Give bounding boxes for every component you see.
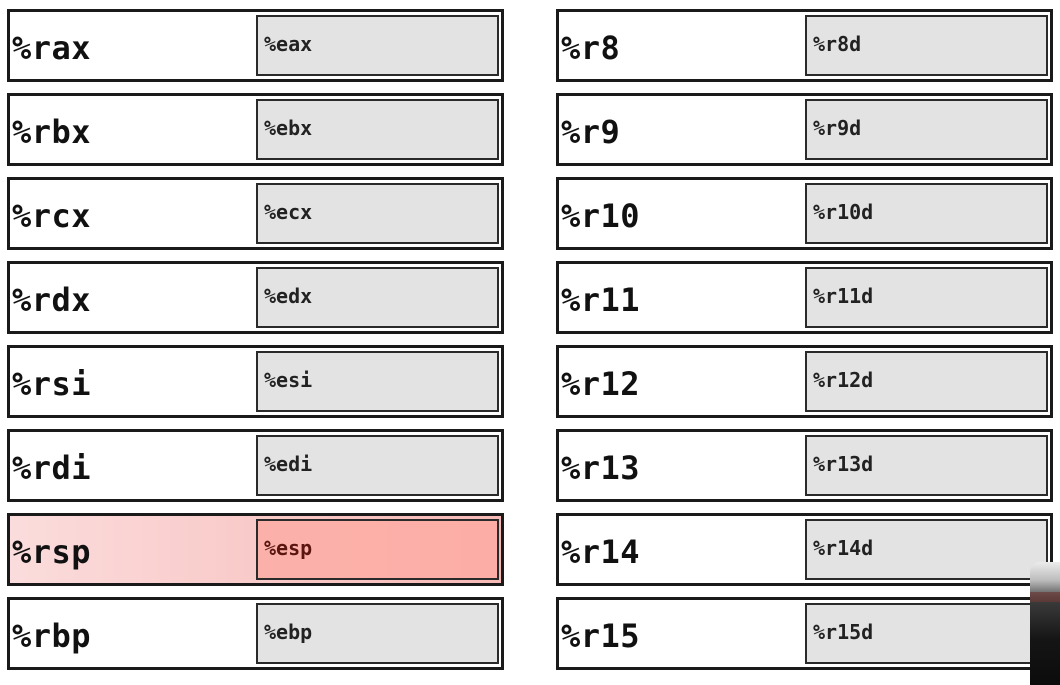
- register-r8: %r8 %r8d: [556, 9, 1053, 82]
- register-32bit-name: %r13d: [813, 452, 874, 476]
- register-32bit-box: %r13d: [805, 435, 1048, 496]
- register-rsp-highlighted: %rsp %esp: [7, 513, 504, 586]
- register-rdi: %rdi %edi: [7, 429, 504, 502]
- register-r13: %r13 %r13d: [556, 429, 1053, 502]
- register-64bit-name: %r15: [561, 617, 641, 655]
- register-32bit-box: %ebp: [256, 603, 499, 664]
- register-rbp: %rbp %ebp: [7, 597, 504, 670]
- register-32bit-name: %ebp: [264, 620, 313, 644]
- register-32bit-box: %esi: [256, 351, 499, 412]
- register-64bit-name: %rbp: [12, 617, 92, 655]
- register-32bit-box: %eax: [256, 15, 499, 76]
- register-r9: %r9 %r9d: [556, 93, 1053, 166]
- register-64bit-name: %r8: [561, 29, 621, 67]
- register-32bit-box: %r10d: [805, 183, 1048, 244]
- register-64bit-name: %r14: [561, 533, 641, 571]
- register-64bit-name: %r11: [561, 281, 641, 319]
- register-64bit-name: %rdi: [12, 449, 92, 487]
- register-32bit-box: %edx: [256, 267, 499, 328]
- register-32bit-box: %r15d: [805, 603, 1048, 664]
- register-32bit-box: %r8d: [805, 15, 1048, 76]
- register-64bit-name: %r10: [561, 197, 641, 235]
- register-32bit-box: %r11d: [805, 267, 1048, 328]
- register-32bit-name: %ecx: [264, 200, 313, 224]
- register-32bit-box: %edi: [256, 435, 499, 496]
- register-32bit-name: %r8d: [813, 32, 862, 56]
- register-32bit-name: %ebx: [264, 116, 313, 140]
- register-64bit-name: %r9: [561, 113, 621, 151]
- register-32bit-name: %esp: [264, 536, 313, 560]
- register-rbx: %rbx %ebx: [7, 93, 504, 166]
- register-64bit-name: %r13: [561, 449, 641, 487]
- extended-registers-column: %r8 %r8d %r9 %r9d %r10 %r10d %r11 %r11d …: [556, 9, 1053, 681]
- register-64bit-name: %rcx: [12, 197, 92, 235]
- register-64bit-name: %rdx: [12, 281, 92, 319]
- register-r10: %r10 %r10d: [556, 177, 1053, 250]
- register-32bit-name: %edi: [264, 452, 313, 476]
- register-rax: %rax %eax: [7, 9, 504, 82]
- register-32bit-name: %eax: [264, 32, 313, 56]
- register-r14: %r14 %r14d: [556, 513, 1053, 586]
- register-64bit-name: %rsi: [12, 365, 92, 403]
- register-64bit-name: %rax: [12, 29, 92, 67]
- register-32bit-name: %r12d: [813, 368, 874, 392]
- register-32bit-box: %ecx: [256, 183, 499, 244]
- register-32bit-box: %ebx: [256, 99, 499, 160]
- register-32bit-name: %r9d: [813, 116, 862, 140]
- register-r15: %r15 %r15d: [556, 597, 1053, 670]
- register-32bit-box: %esp: [256, 519, 499, 580]
- register-32bit-box: %r14d: [805, 519, 1048, 580]
- register-rdx: %rdx %edx: [7, 261, 504, 334]
- register-32bit-name: %r10d: [813, 200, 874, 224]
- register-rcx: %rcx %ecx: [7, 177, 504, 250]
- overlay-band: [1030, 592, 1060, 602]
- register-32bit-name: %edx: [264, 284, 313, 308]
- register-r11: %r11 %r11d: [556, 261, 1053, 334]
- register-32bit-name: %r11d: [813, 284, 874, 308]
- register-64bit-name: %rsp: [12, 533, 92, 571]
- register-32bit-box: %r9d: [805, 99, 1048, 160]
- register-32bit-name: %r14d: [813, 536, 874, 560]
- register-32bit-box: %r12d: [805, 351, 1048, 412]
- register-r12: %r12 %r12d: [556, 345, 1053, 418]
- register-64bit-name: %rbx: [12, 113, 92, 151]
- video-overlay-thumbnail: [1030, 562, 1060, 685]
- general-purpose-registers-column: %rax %eax %rbx %ebx %rcx %ecx %rdx %edx …: [7, 9, 504, 681]
- register-32bit-name: %r15d: [813, 620, 874, 644]
- register-64bit-name: %r12: [561, 365, 641, 403]
- register-rsi: %rsi %esi: [7, 345, 504, 418]
- register-32bit-name: %esi: [264, 368, 313, 392]
